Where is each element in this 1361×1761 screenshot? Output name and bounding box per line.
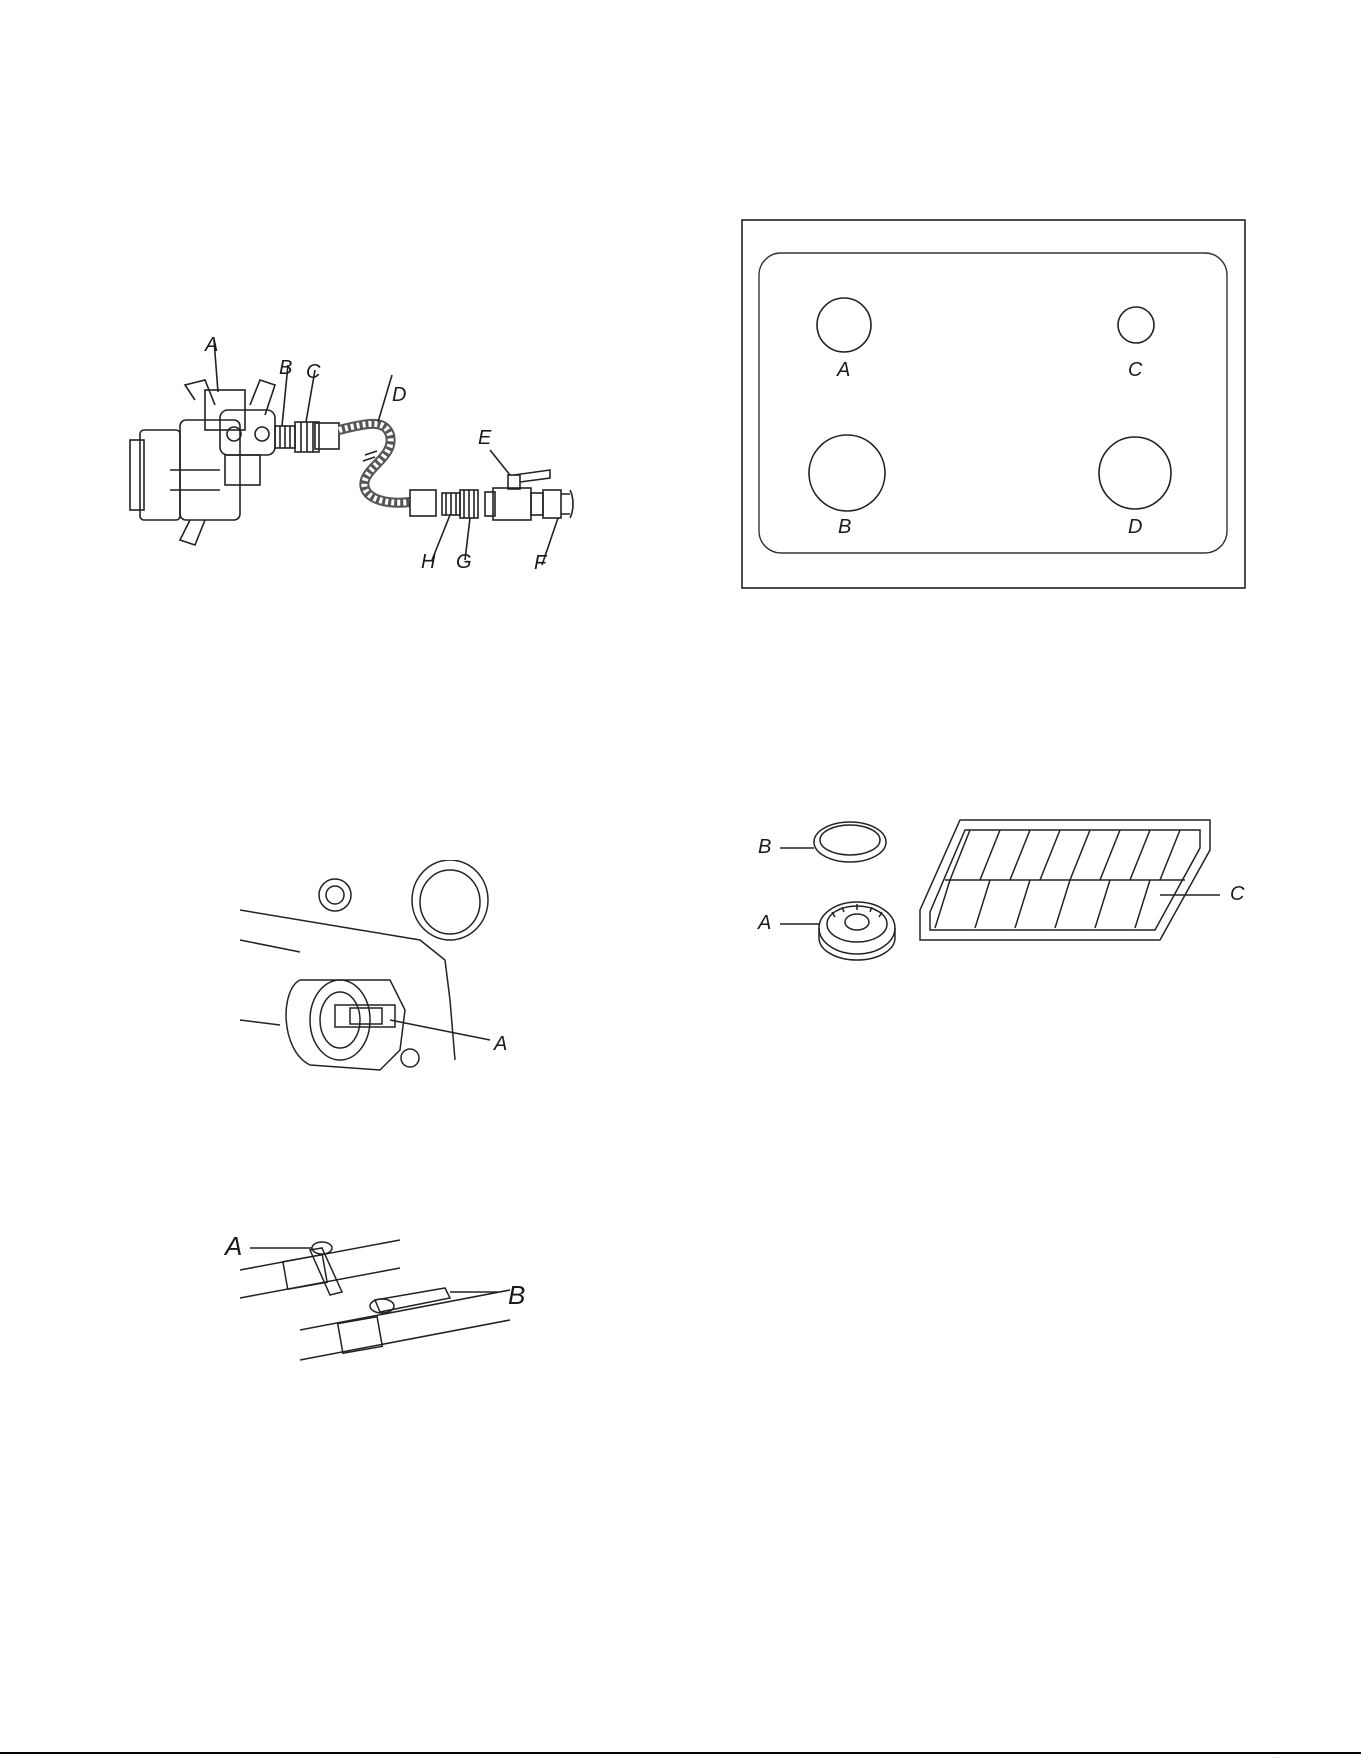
regulator-detail-label-a: A — [494, 1034, 507, 1054]
burner-b-circle — [809, 435, 885, 511]
valve-handles-drawing — [230, 1220, 520, 1370]
regulator-detail-diagram — [240, 860, 520, 1080]
cooktop-layout-diagram — [741, 219, 1246, 589]
cooktop-label-a: A — [837, 360, 850, 380]
burner-d-circle — [1099, 437, 1171, 509]
burner-parts-diagram — [760, 800, 1220, 980]
gas-connection-label-b: B — [279, 358, 292, 378]
gas-connection-label-f: F — [534, 553, 546, 573]
burner-parts-label-b: B — [758, 837, 771, 857]
gas-connection-label-e: E — [478, 428, 491, 448]
gas-connection-label-d: D — [392, 385, 406, 405]
bottom-rule — [0, 1752, 1361, 1754]
regulator-detail-drawing — [240, 860, 520, 1080]
valve-handles-label-a: A — [225, 1233, 242, 1259]
burner-c-circle — [1118, 307, 1154, 343]
footer-mark: ... — [1273, 1754, 1281, 1760]
gas-connection-label-a: A — [205, 335, 218, 355]
burner-a-circle — [817, 298, 871, 352]
cooktop-label-d: D — [1128, 517, 1142, 537]
gas-connection-drawing — [110, 330, 670, 590]
burner-parts-label-c: C — [1230, 884, 1244, 904]
gas-connection-label-g: G — [456, 552, 472, 572]
valve-handles-label-b: B — [508, 1282, 525, 1308]
cooktop-label-c: C — [1128, 360, 1142, 380]
burner-parts-label-a: A — [758, 913, 771, 933]
gas-connection-label-c: C — [306, 362, 320, 382]
gas-connection-diagram — [110, 330, 670, 590]
burner-parts-drawing — [760, 800, 1220, 980]
cooktop-layout-drawing — [741, 219, 1246, 589]
cooktop-label-b: B — [838, 517, 851, 537]
gas-connection-label-h: H — [421, 552, 435, 572]
valve-handles-diagram — [230, 1220, 520, 1370]
